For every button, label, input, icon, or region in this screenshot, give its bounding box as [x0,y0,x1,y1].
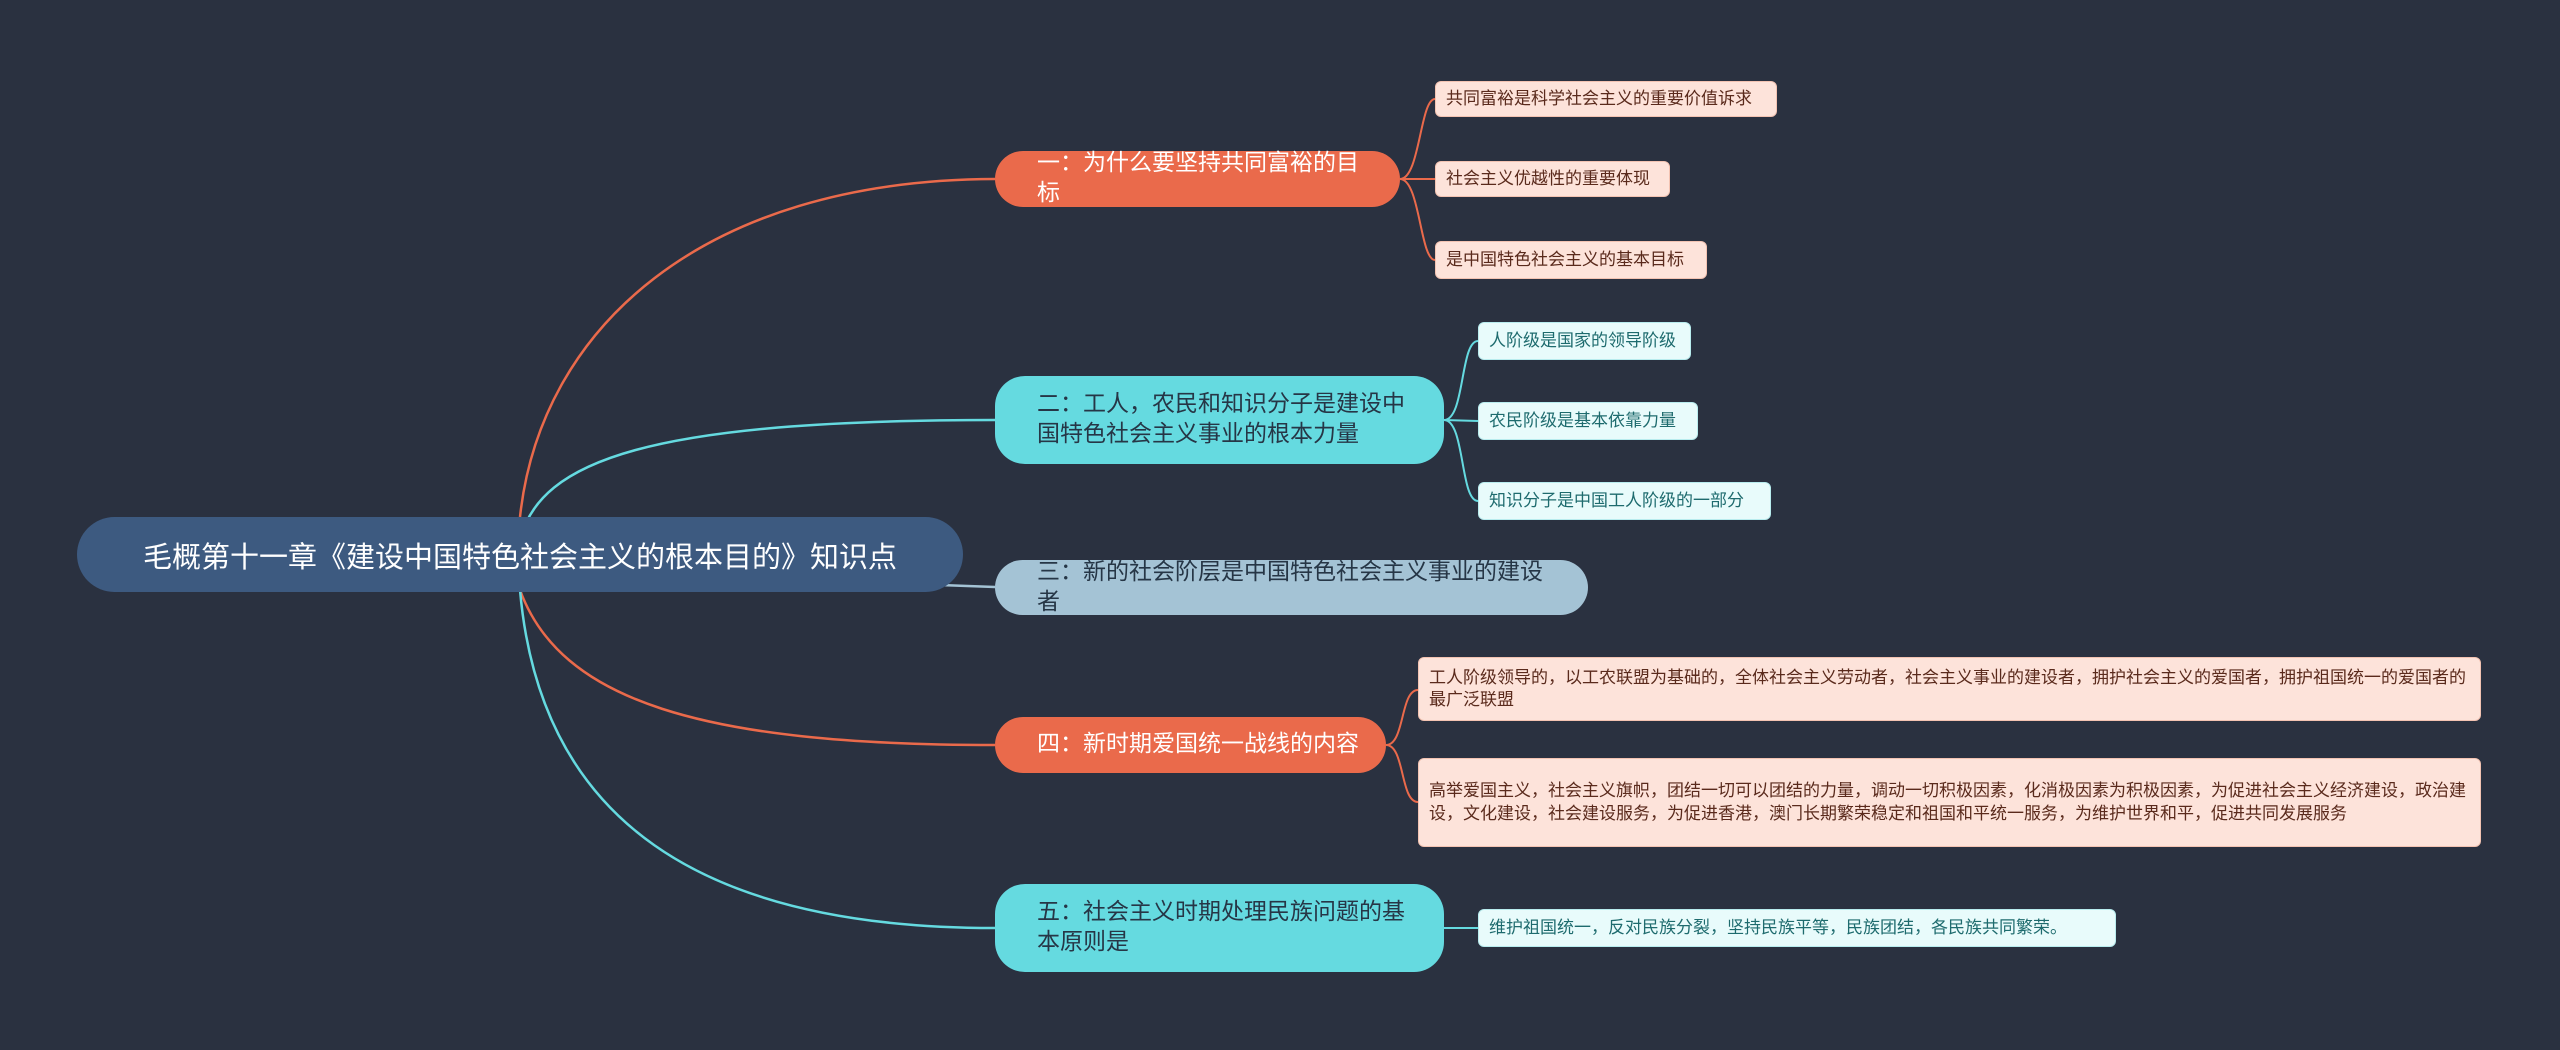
leaf-text: 高举爱国主义，社会主义旗帜，团结一切可以团结的力量，调动一切积极因素，化消极因素… [1429,781,2466,824]
branch-1-label: 一：为什么要坚持共同富裕的目标 [1037,150,1359,206]
branch-2[interactable]: 二：工人，农民和知识分子是建设中国特色社会主义事业的根本力量 [995,376,1444,464]
leaf-text: 农民阶级是基本依靠力量 [1489,410,1676,431]
branch-1-leaf-1[interactable]: 共同富裕是科学社会主义的重要价值诉求 [1435,81,1777,117]
root-topic-text: 毛概第十一章《建设中国特色社会主义的根本目的》知识点 [142,539,897,574]
leaf-text: 人阶级是国家的领导阶级 [1489,330,1676,351]
link-b1-l3 [1399,178,1436,261]
leaf-text: 社会主义优越性的重要体现 [1446,168,1650,189]
branch-2-leaf-2[interactable]: 农民阶级是基本依靠力量 [1478,402,1698,440]
root-topic[interactable]: 毛概第十一章《建设中国特色社会主义的根本目的》知识点 [77,517,963,592]
leaf-text: 维护祖国统一，反对民族分裂，坚持民族平等，民族团结，各民族共同繁荣。 [1489,917,2067,938]
branch-1-leaf-2[interactable]: 社会主义优越性的重要体现 [1435,161,1670,197]
branch-3[interactable]: 三：新的社会阶层是中国特色社会主义事业的建设者 [995,558,1588,615]
branch-5[interactable]: 五：社会主义时期处理民族问题的基本原则是 [995,884,1444,972]
branch-2-leaf-1[interactable]: 人阶级是国家的领导阶级 [1478,322,1691,360]
link-b1-l1 [1399,98,1436,180]
branch-5-leaf-1[interactable]: 维护祖国统一，反对民族分裂，坚持民族平等，民族团结，各民族共同繁荣。 [1478,909,2116,947]
link-root-b5 [518,589,996,930]
branch-2-leaf-3[interactable]: 知识分子是中国工人阶级的一部分 [1478,482,1771,520]
link-b2-l2 [1443,419,1479,422]
leaf-text: 是中国特色社会主义的基本目标 [1446,249,1684,270]
link-root-b2 [518,418,996,541]
branch-3-label: 三：新的社会阶层是中国特色社会主义事业的建设者 [1037,558,1543,615]
leaf-text: 工人阶级领导的，以工农联盟为基础的，全体社会主义劳动者，社会主义事业的建设者，拥… [1429,667,2466,710]
branch-1-leaf-3[interactable]: 是中国特色社会主义的基本目标 [1435,241,1707,279]
link-b4-l2 [1385,744,1419,803]
branch-4-leaf-2[interactable]: 高举爱国主义，社会主义旗帜，团结一切可以团结的力量，调动一切积极因素，化消极因素… [1418,758,2481,847]
link-root-b4 [518,589,996,747]
branch-4-label: 四：新时期爱国统一战线的内容 [1037,731,1359,758]
branch-2-label: 二：工人，农民和知识分子是建设中国特色社会主义事业的根本力量 [1037,391,1405,447]
link-b4-l1 [1385,689,1419,746]
link-root-b1 [518,177,996,518]
branch-4-leaf-1[interactable]: 工人阶级领导的，以工农联盟为基础的，全体社会主义劳动者，社会主义事业的建设者，拥… [1418,657,2481,721]
branch-1[interactable]: 一：为什么要坚持共同富裕的目标 [995,150,1400,207]
branch-4[interactable]: 四：新时期爱国统一战线的内容 [995,717,1386,773]
link-b2-l1 [1443,340,1479,421]
link-b2-l3 [1443,419,1479,502]
leaf-text: 知识分子是中国工人阶级的一部分 [1489,490,1744,511]
leaf-text: 共同富裕是科学社会主义的重要价值诉求 [1446,88,1752,109]
branch-5-label: 五：社会主义时期处理民族问题的基本原则是 [1037,899,1405,955]
link-root-b3 [939,583,996,589]
